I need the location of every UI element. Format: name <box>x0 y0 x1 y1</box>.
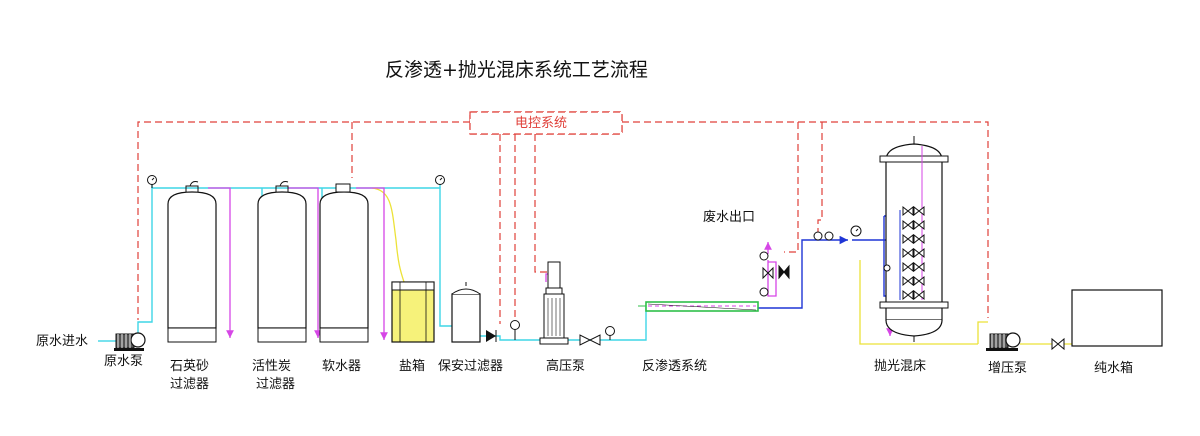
gate-valve-icon[interactable] <box>913 219 925 231</box>
gate-valve-icon[interactable] <box>902 247 914 259</box>
quartz-sand-filter[interactable] <box>167 181 217 343</box>
gate-valve-icon[interactable] <box>902 275 914 287</box>
control-system-label: 电控系统 <box>515 116 567 131</box>
sample-point-icon <box>883 264 891 272</box>
quartz-filter-label-1: 石英砂 <box>170 359 209 374</box>
security-filter-label: 保安过滤器 <box>438 359 503 374</box>
pressure-gauge-icon <box>759 251 769 261</box>
gate-valve-icon[interactable] <box>913 205 925 217</box>
gate-valve-icon[interactable] <box>902 261 914 273</box>
gate-valve-icon[interactable] <box>1051 337 1065 351</box>
control-wiring <box>137 111 989 324</box>
ro-membrane-assembly[interactable] <box>638 301 759 312</box>
gate-valve-icon[interactable] <box>913 289 925 301</box>
pure-water-tank[interactable] <box>1071 289 1163 347</box>
carbon-filter-label-2: 过滤器 <box>256 377 295 392</box>
raw-water-inlet-label: 原水进水 <box>36 334 88 349</box>
gate-valve-icon[interactable] <box>778 264 790 280</box>
raw-water-pump[interactable] <box>114 332 146 351</box>
check-valve-icon[interactable] <box>486 330 497 342</box>
pressure-gauge-icon <box>824 231 834 241</box>
gate-valve-icon[interactable] <box>762 266 774 280</box>
pressure-gauge-icon <box>510 320 520 340</box>
gate-valve-icon[interactable] <box>902 233 914 245</box>
booster-pump[interactable] <box>986 332 1021 351</box>
centrifugal-pump-icon <box>986 332 1021 351</box>
pressure-gauge-icon <box>605 326 615 340</box>
high-pressure-pump[interactable] <box>539 261 569 345</box>
control-system-box <box>469 111 623 135</box>
pressure-gauge-icon <box>435 175 445 185</box>
high-pressure-pump-label: 高压泵 <box>546 358 585 374</box>
gate-valve-icon[interactable] <box>902 205 914 217</box>
diagram-title: 反渗透+抛光混床系统工艺流程 <box>385 59 648 81</box>
softener-label: 软水器 <box>322 359 361 374</box>
salt-tank[interactable] <box>391 281 435 343</box>
waste-water-outlet-label: 废水出口 <box>703 209 755 225</box>
mixed-bed-label: 抛光混床 <box>874 359 926 374</box>
mixed-bed-valve-bank <box>902 205 925 301</box>
gate-valve-icon[interactable] <box>913 261 925 273</box>
pressure-gauge-icon <box>813 231 823 241</box>
raw-water-pump-label: 原水泵 <box>104 354 143 369</box>
pressure-gauge-icon <box>147 175 157 188</box>
ro-system-label: 反渗透系统 <box>642 359 707 374</box>
gate-valve-icon[interactable] <box>913 275 925 287</box>
pure-water-tank-label: 纯水箱 <box>1094 360 1133 376</box>
gate-valve-icon[interactable] <box>913 247 925 259</box>
pressure-gauge-icon <box>759 287 769 297</box>
salt-tank-label: 盐箱 <box>399 358 425 374</box>
gate-valve-icon[interactable] <box>902 289 914 301</box>
security-filter[interactable] <box>451 282 481 343</box>
gate-valve-icon[interactable] <box>913 233 925 245</box>
booster-pump-label: 增压泵 <box>988 361 1027 376</box>
centrifugal-pump-icon <box>114 332 146 351</box>
water-softener[interactable] <box>319 183 369 343</box>
gate-valve-icon[interactable] <box>579 334 601 346</box>
pressure-gauge-icon <box>850 225 862 237</box>
gate-valve-icon[interactable] <box>902 219 914 231</box>
carbon-filter-label-1: 活性炭 <box>252 359 291 374</box>
quartz-filter-label-2: 过滤器 <box>170 377 209 392</box>
activated-carbon-filter[interactable] <box>257 181 307 343</box>
